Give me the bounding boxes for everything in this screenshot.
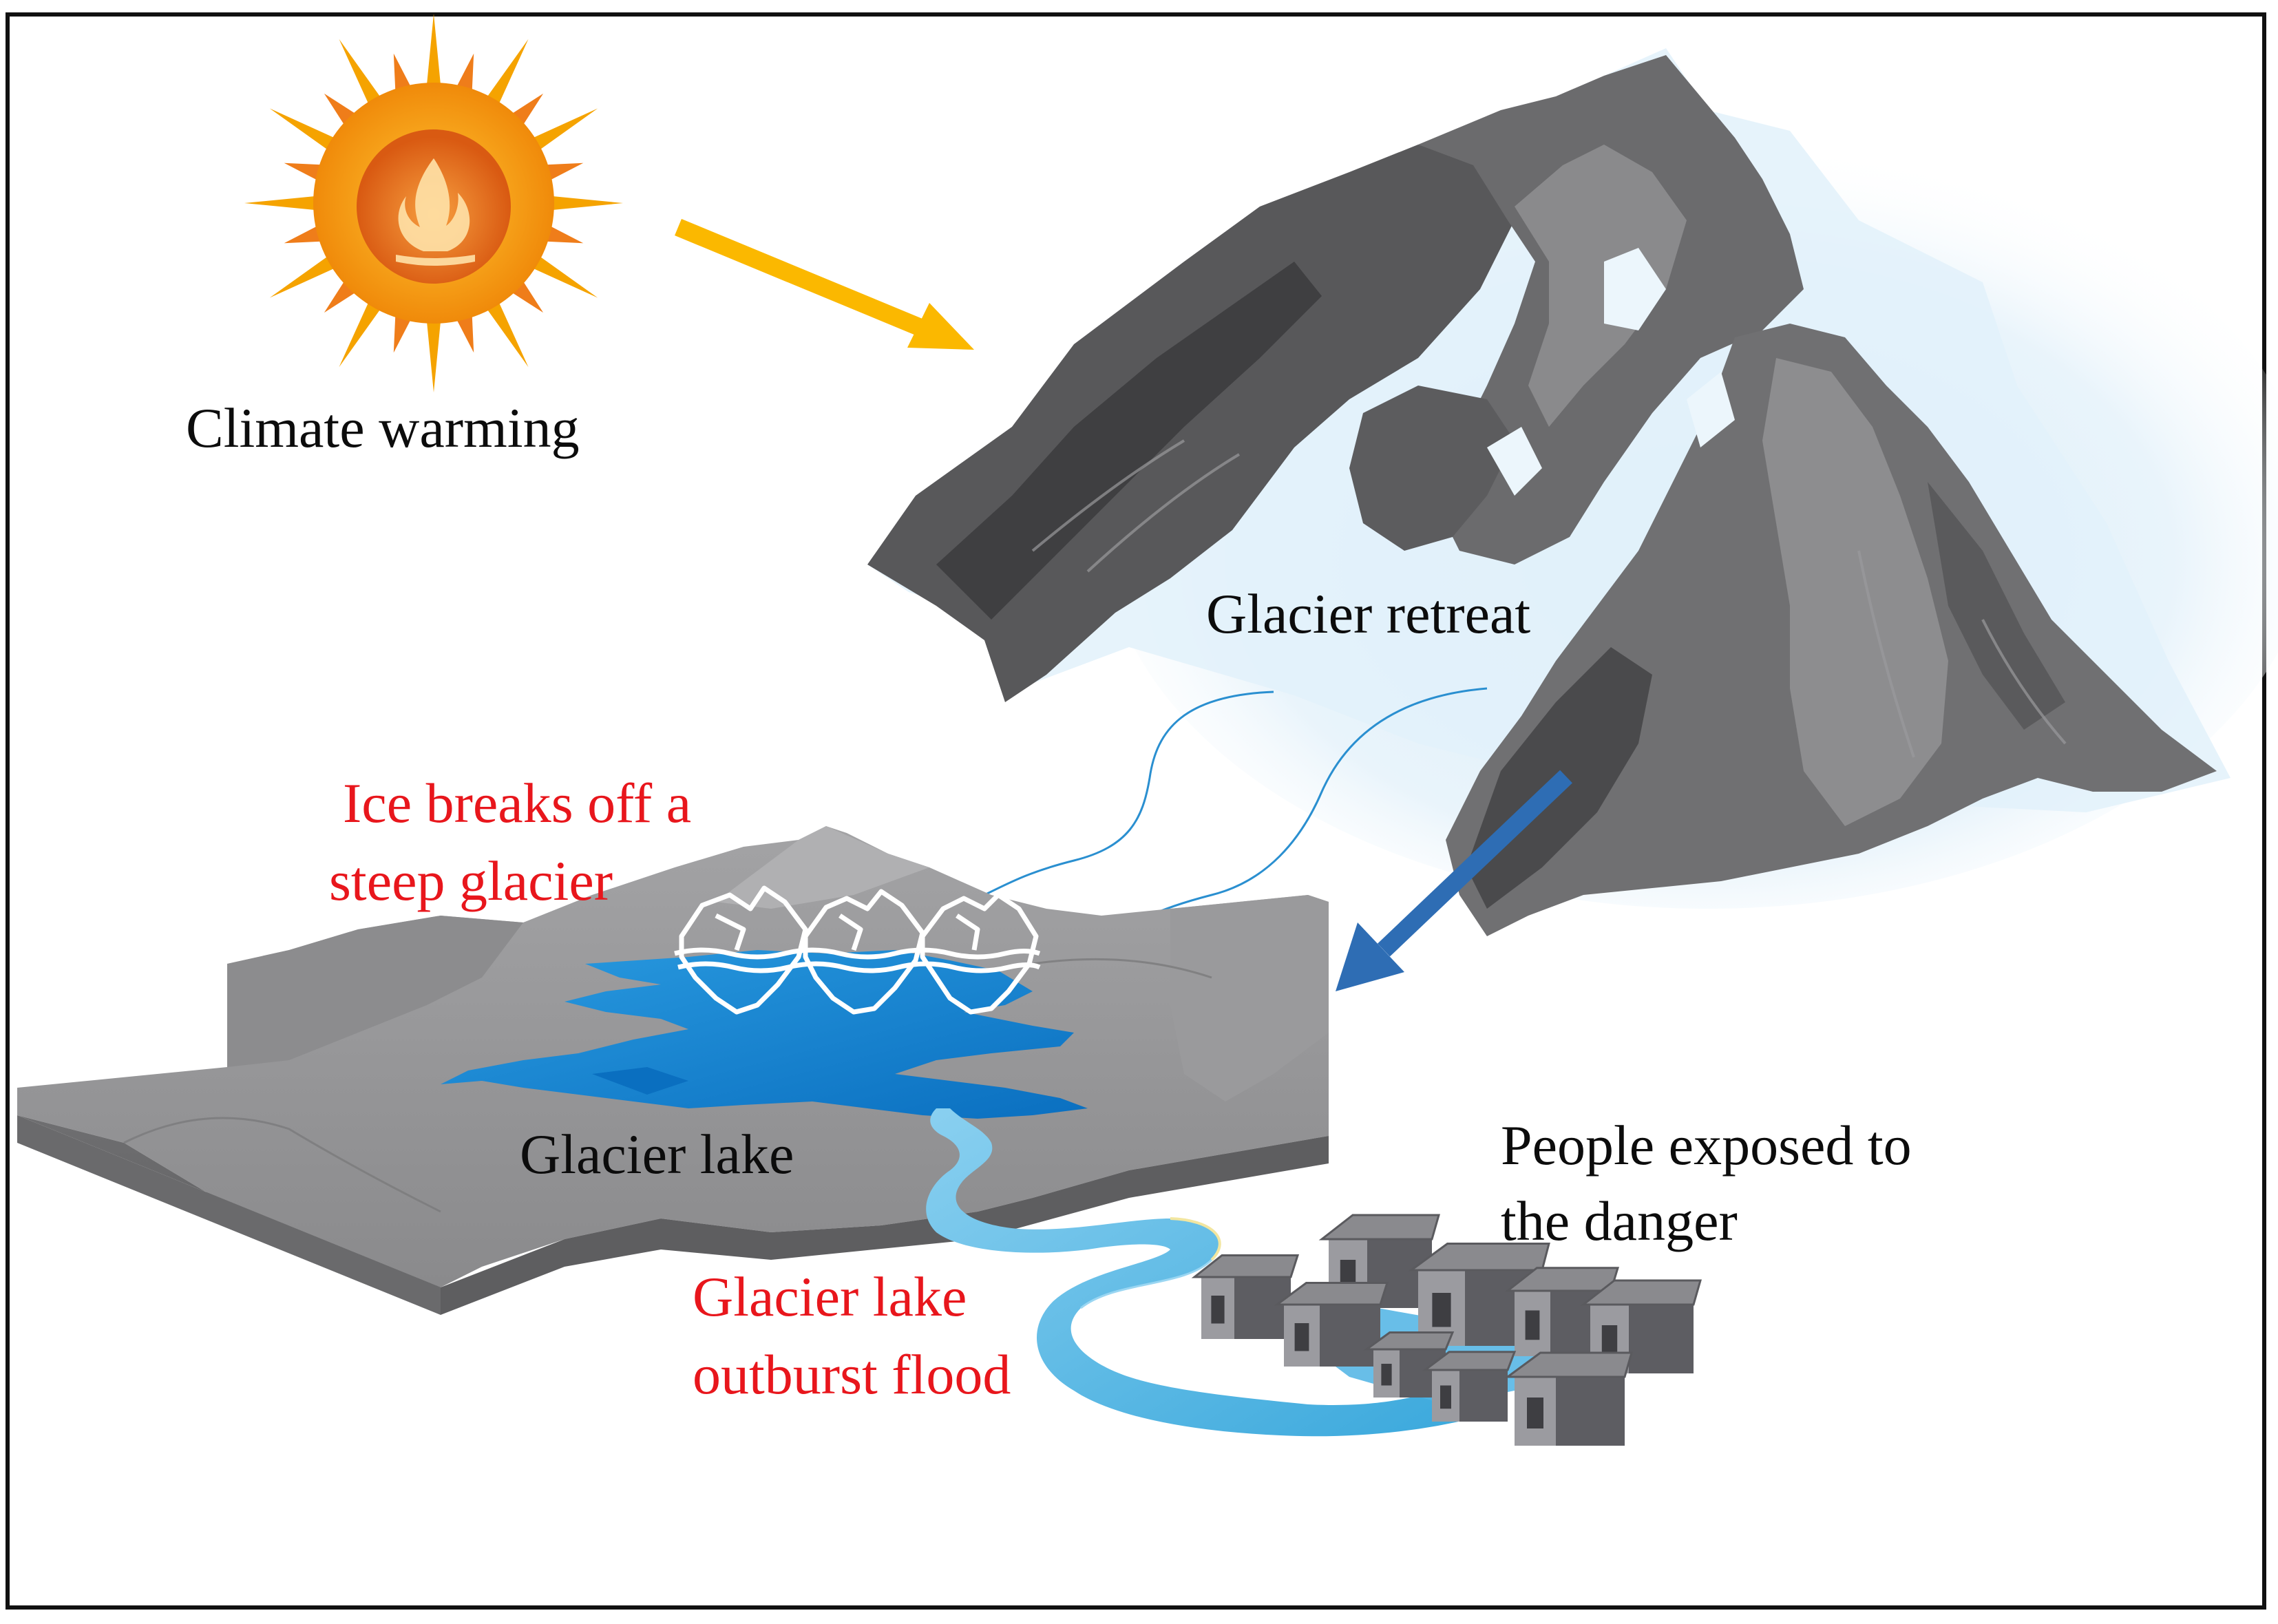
sun-ray [339,39,386,112]
ice-chunks-icon [674,885,1041,1015]
sun-ray [482,39,529,112]
house-icon [1191,1254,1300,1339]
sun-ray [269,108,343,155]
warming-arrow [675,218,974,350]
house-icon [1318,1214,1440,1308]
house-icon [1274,1282,1389,1367]
fire-icon [396,158,475,266]
mountain-glacier [867,48,2278,936]
sun-ray [425,14,442,94]
label-climate-warming: Climate warming [186,397,580,459]
sun-ray [425,313,442,392]
sun-ray [269,251,343,298]
label-ice-breaks-line2: steep glacier [329,850,613,912]
glacier-lake [441,950,1088,1119]
sun-ray [543,195,623,211]
label-ice-breaks-line1: Ice breaks off a [343,772,692,834]
house-icon [1422,1351,1517,1422]
house-icon [1363,1331,1455,1398]
label-glof-line1: Glacier lake [693,1265,967,1328]
label-glacier-retreat: Glacier retreat [1206,582,1531,645]
sun-icon [244,14,623,392]
label-glacier-lake: Glacier lake [520,1123,794,1185]
sun-ray [525,108,598,155]
sun-ray [244,195,324,211]
village-houses [1191,1214,1702,1446]
label-people-line1: People exposed to [1501,1114,1912,1177]
house-icon [1504,1351,1633,1446]
sun-ray [525,251,598,298]
label-glof-line2: outburst flood [693,1343,1011,1406]
terrain-block [17,826,1329,1315]
flow-arrow [1336,770,1572,991]
sun-ray [482,294,529,368]
label-people-line2: the danger [1501,1190,1738,1252]
house-icon [1504,1267,1620,1356]
sun-ray [339,294,386,368]
